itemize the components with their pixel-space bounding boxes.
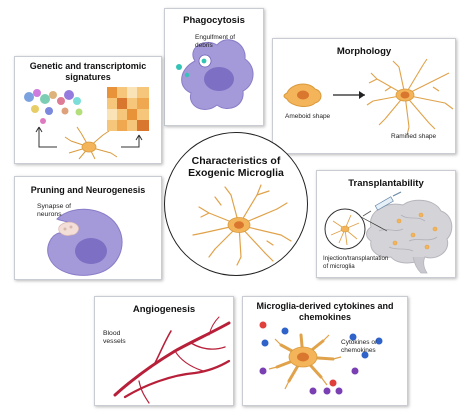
pruning-illustration — [47, 208, 123, 276]
cytokines-label: Cytokines or chemokines — [341, 339, 378, 354]
macrophage-nucleus — [204, 67, 234, 91]
cytokines-illustration — [259, 321, 383, 395]
panel-title: Phagocytosis — [183, 15, 245, 26]
injection-label: Injection/transplantation of microglia — [323, 255, 389, 270]
panel-title: Microglia-derived cytokines and chemokin… — [256, 301, 394, 322]
debris-particle — [184, 72, 190, 78]
transplanted-microglia — [392, 212, 438, 250]
heatmap-plot — [107, 87, 149, 131]
panel-transplantability: Transplantability Injection/transplantat… — [316, 170, 456, 278]
panel-title: Genetic and transcriptomic signatures — [29, 61, 147, 82]
panel-angiogenesis: Angiogenesis Blood vessels — [94, 296, 234, 406]
microglia-soma — [81, 141, 97, 153]
cytokine-dots — [259, 321, 383, 395]
secreting-microglia — [268, 333, 342, 390]
ameboid-label: Ameboid shape — [285, 113, 331, 120]
brain-icon — [366, 199, 453, 264]
panel-title: Transplantability — [348, 178, 424, 189]
panel-genetic-signatures: Genetic and transcriptomic signatures — [14, 56, 162, 164]
panel-title: Angiogenesis — [132, 304, 196, 315]
blood-vessels — [113, 316, 231, 404]
center-microglia-illustration — [192, 184, 292, 266]
debris-particle — [201, 58, 207, 64]
angiogenesis-illustration — [113, 316, 231, 404]
microglia-cell — [64, 126, 118, 160]
ramified-label: Ramified shape — [391, 133, 437, 140]
panel-pruning: Pruning and Neurogenesis Synapse of neur… — [14, 176, 162, 280]
panel-cytokines: Microglia-derived cytokines and chemokin… — [242, 296, 408, 406]
syringe-icon — [362, 191, 402, 217]
center-title: Characteristics of Exogenic Microglia — [188, 155, 284, 179]
morphology-illustration — [283, 58, 454, 136]
phagocyte-illustration — [176, 39, 254, 110]
vessels-label: Blood vessels — [103, 330, 126, 345]
panel-morphology: Morphology Ameboid shape Ramified shape — [272, 38, 456, 154]
phagocytosis-label: Engulfment of debris — [195, 34, 236, 49]
transplant-illustration — [324, 191, 453, 274]
panel-title: Pruning and Neurogenesis — [30, 185, 146, 195]
panel-phagocytosis: Phagocytosis Engulfment of debris — [164, 8, 264, 126]
synapse-label: Synapse of neurons — [37, 203, 72, 218]
genetic-illustration — [24, 87, 149, 160]
synapse-fragment — [58, 221, 79, 236]
tsne-cluster-plot — [24, 89, 83, 124]
center-circle: Characteristics of Exogenic Microglia — [164, 132, 308, 276]
cycle-arrow-left — [38, 127, 57, 148]
panel-title: Morphology — [336, 46, 392, 57]
ramified-microglia — [366, 58, 454, 136]
debris-particle — [176, 64, 182, 70]
cycle-arrow-right — [121, 135, 140, 148]
